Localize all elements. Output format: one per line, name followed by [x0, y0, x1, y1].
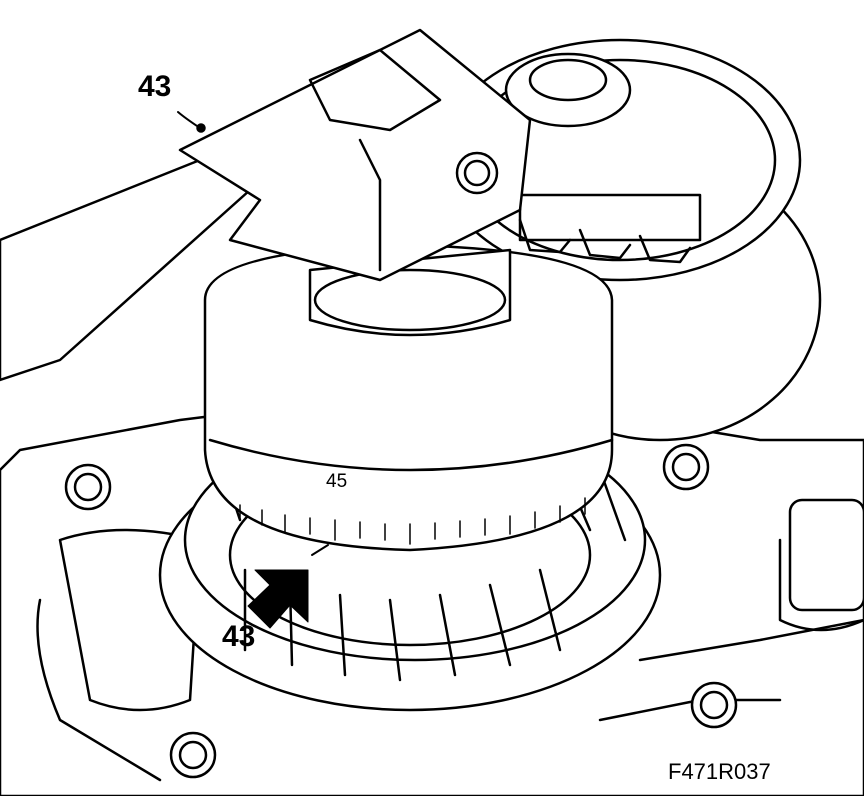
bolt-hole — [73, 472, 103, 502]
bolt-hole — [671, 452, 701, 482]
bolt-hole — [699, 690, 729, 720]
torque-wrench — [0, 28, 532, 382]
bolt-hole — [178, 740, 208, 770]
callout-label-wrench: 43 — [138, 70, 172, 103]
pointer-arrow — [247, 569, 309, 629]
wrench-leader-line — [177, 111, 201, 129]
bolt-holes — [64, 443, 738, 779]
callout-label-gear: 43 — [222, 620, 256, 653]
dial-scale-number: 45 — [326, 471, 348, 492]
figure-code: F471R037 — [668, 759, 771, 784]
leader-dot — [196, 123, 206, 133]
